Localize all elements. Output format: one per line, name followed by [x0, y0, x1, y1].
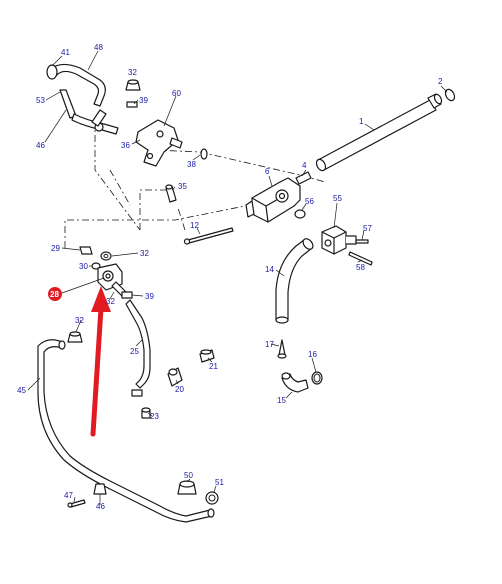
- callout-14: 14: [265, 265, 274, 274]
- callout-53: 53: [36, 96, 45, 105]
- part-50-fitting: [177, 480, 197, 495]
- callout-45: 45: [17, 386, 26, 395]
- callout-labels: 1 2 4 6 12 14 15 16 17 20 21 23 25 28 29…: [17, 43, 443, 511]
- callout-56: 56: [305, 197, 314, 206]
- part-17-cone: [277, 339, 287, 359]
- callout-30: 30: [79, 262, 88, 271]
- part-15-elbow: [281, 372, 309, 393]
- callout-58: 58: [356, 263, 365, 272]
- leader-lines: [27, 50, 448, 505]
- callout-25: 25: [130, 347, 139, 356]
- part-32-nut-upper: [100, 251, 112, 261]
- part-20-union: [167, 367, 183, 387]
- callout-41: 41: [61, 48, 70, 57]
- callout-55: 55: [333, 194, 342, 203]
- callout-17: 17: [265, 340, 274, 349]
- callout-16: 16: [308, 350, 317, 359]
- callout-1: 1: [359, 117, 364, 126]
- callout-46-top: 46: [36, 141, 45, 150]
- part-6-gear-pump: [245, 177, 301, 223]
- callout-28: 28: [50, 290, 59, 299]
- part-12-bolt: [183, 227, 234, 245]
- callout-15: 15: [277, 396, 286, 405]
- callout-32-left: 32: [75, 316, 84, 325]
- part-32-nut-left: [67, 331, 83, 343]
- part-29-fitting: [79, 246, 93, 255]
- part-25-pipe: [125, 299, 151, 397]
- callout-38: 38: [187, 160, 196, 169]
- part-23-fitting: [141, 407, 151, 419]
- highlight-arrow: [90, 286, 111, 437]
- part-16-clamp: [311, 371, 323, 385]
- callout-32-top: 32: [128, 68, 137, 77]
- callout-47: 47: [64, 491, 73, 500]
- part-58-bolt: [348, 251, 373, 266]
- part-55-valve-block: [321, 225, 357, 255]
- assembly-guide-lines: [64, 120, 326, 248]
- part-48-pipe-assembly: [46, 63, 119, 135]
- part-47-bolt: [67, 499, 86, 508]
- part-51-clamp: [205, 491, 219, 505]
- part-38-o-ring: [200, 148, 208, 160]
- callout-50: 50: [184, 471, 193, 480]
- callout-6: 6: [265, 167, 270, 176]
- part-14-curved-hose: [275, 238, 314, 324]
- part-46-clip: [93, 483, 107, 495]
- callout-39-top: 39: [139, 96, 148, 105]
- part-1-long-pipe: [315, 93, 443, 172]
- callout-32-center: 32: [106, 297, 115, 306]
- callout-2: 2: [438, 77, 443, 86]
- callout-28-badge: [48, 287, 62, 301]
- callout-51: 51: [215, 478, 224, 487]
- callout-12: 12: [190, 221, 199, 230]
- part-35-fitting: [165, 184, 177, 203]
- callout-39-lower: 39: [145, 292, 154, 301]
- callout-32-upper: 32: [140, 249, 149, 258]
- part-57-bolt: [355, 239, 369, 244]
- callout-21: 21: [209, 362, 218, 371]
- callout-23: 23: [150, 412, 159, 421]
- callout-46-bottom: 46: [96, 502, 105, 511]
- callout-20: 20: [175, 385, 184, 394]
- part-21-fitting: [199, 349, 215, 363]
- callout-4: 4: [302, 161, 307, 170]
- part-2-o-ring: [444, 88, 456, 102]
- callout-29: 29: [51, 244, 60, 253]
- part-45-long-pipe: [37, 339, 215, 523]
- part-60-bracket: [135, 119, 183, 167]
- callout-48: 48: [94, 43, 103, 52]
- part-32-fitting-top: [125, 79, 141, 91]
- part-39-nut-lower: [121, 291, 133, 299]
- part-56-o-ring: [294, 209, 306, 219]
- callout-60: 60: [172, 89, 181, 98]
- callout-36: 36: [121, 141, 130, 150]
- callout-35: 35: [178, 182, 187, 191]
- part-4-fitting: [295, 171, 312, 185]
- callout-57: 57: [363, 224, 372, 233]
